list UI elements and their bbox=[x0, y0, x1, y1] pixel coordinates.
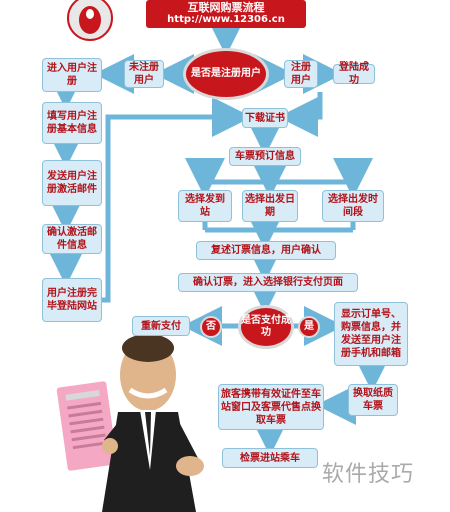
reg-step-3: 发送用户注册激活邮件 bbox=[42, 160, 102, 206]
logo-icon bbox=[67, 0, 113, 41]
board-train: 检票进站乘车 bbox=[222, 448, 318, 468]
reg-step-2: 填写用户注册基本信息 bbox=[42, 102, 102, 144]
download-cert: 下载证书 bbox=[242, 108, 288, 128]
notify-order: 显示订单号、购票信息，并发送至用户注册手机和邮箱 bbox=[334, 302, 408, 366]
choice-station: 选择发到站 bbox=[178, 190, 232, 222]
arrow-regdone-cert bbox=[102, 97, 252, 303]
reg-step-4: 确认激活邮件信息 bbox=[42, 224, 102, 254]
decision-pay: 是否支付成功 bbox=[238, 305, 294, 349]
title-url: http://www.12306.cn bbox=[167, 14, 285, 25]
confirm-pay: 确认订票，进入选择银行支付页面 bbox=[178, 273, 358, 292]
ticket-booking-info: 车票预订信息 bbox=[229, 147, 301, 166]
exchange-paper-ticket: 换取纸质车票 bbox=[348, 384, 398, 416]
review-confirm: 复述订票信息，用户确认 bbox=[196, 241, 336, 260]
decision-registered: 是否是注册用户 bbox=[183, 48, 269, 100]
reg-step-1: 进入用户注册 bbox=[42, 58, 102, 92]
yes-label: 是 bbox=[298, 316, 320, 338]
choice-date: 选择出发日期 bbox=[242, 190, 298, 222]
choice-time: 选择出发时间段 bbox=[322, 190, 384, 222]
registered-label: 注册用户 bbox=[284, 60, 318, 88]
station-exchange: 旅客携带有效证件至车站窗口及客票代售点换取车票 bbox=[218, 384, 324, 430]
businessman-illustration bbox=[56, 334, 204, 512]
watermark: 软件技巧 bbox=[322, 462, 415, 487]
login-success: 登陆成功 bbox=[333, 62, 375, 86]
repay: 重新支付 bbox=[132, 316, 190, 336]
no-label: 否 bbox=[200, 316, 222, 338]
title-text: 互联网购票流程 bbox=[187, 1, 265, 14]
reg-step-5: 用户注册完毕登陆网站 bbox=[42, 278, 102, 322]
flow-title: 互联网购票流程 http://www.12306.cn bbox=[146, 0, 306, 28]
arrow-login-cert bbox=[278, 92, 323, 137]
not-registered-label: 未注册用户 bbox=[124, 60, 164, 88]
